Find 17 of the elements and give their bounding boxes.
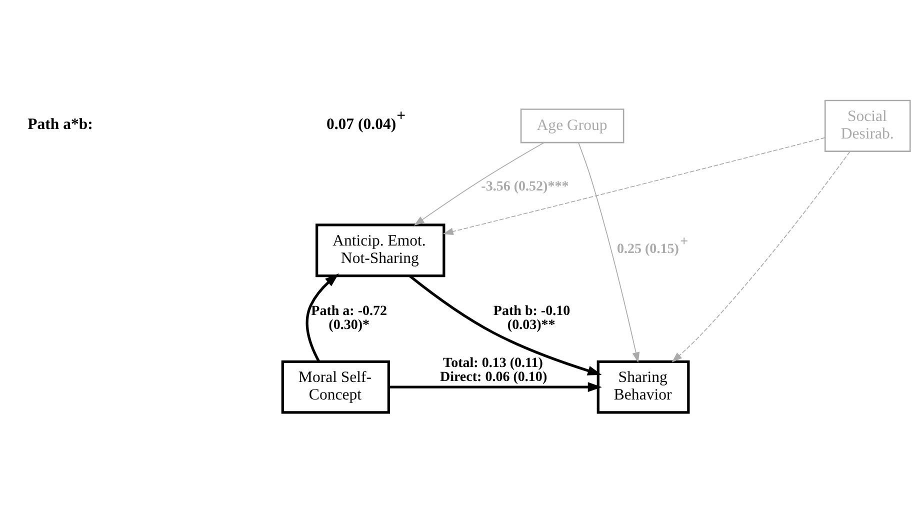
node-box: Social Desirab. — [824, 100, 911, 152]
node-box: Age Group — [520, 108, 624, 144]
edge-label: Path b: -0.10 (0.03)** — [493, 304, 570, 334]
arrow — [672, 151, 850, 362]
arrow — [408, 274, 602, 376]
node-box: Sharing Behavior — [596, 360, 690, 414]
arrow — [388, 382, 602, 392]
arrow — [578, 142, 640, 363]
node-box: Moral Self-Concept — [281, 360, 390, 414]
node-box: Anticip. Emot. Not-Sharing — [316, 224, 446, 278]
arrow — [442, 137, 826, 236]
arrow — [414, 142, 544, 226]
edge-label: -3.56 (0.52)*** — [481, 180, 569, 195]
edge-label: Total: 0.13 (0.11) Direct: 0.06 (0.10) — [440, 356, 548, 385]
edge-label: Path a: -0.72 (0.30)* — [311, 304, 388, 334]
label: Path a*b: — [28, 116, 93, 133]
arrow — [306, 273, 339, 362]
